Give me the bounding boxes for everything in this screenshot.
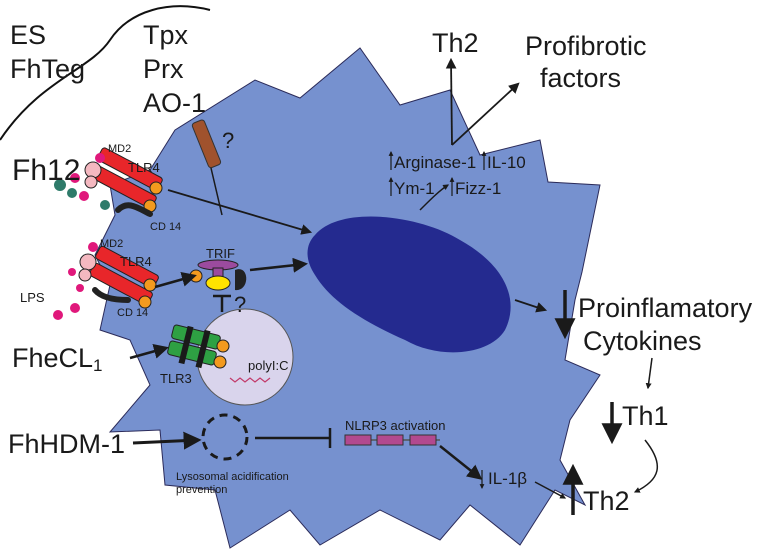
label-nlrp3: NLRP3 activation xyxy=(345,418,445,433)
label-cd14-bottom: CD 14 xyxy=(117,307,148,319)
arrow-tlr4-to-nucleus xyxy=(167,189,313,235)
arrow-proinflam-to-th1 xyxy=(645,357,653,390)
fh12-ligand-dot xyxy=(54,179,66,191)
arrow-nlrp3-to-il1b xyxy=(439,445,483,480)
label-lysosomal-line1: Lysosomal acidification xyxy=(176,471,289,483)
label-md2-bottom: MD2 xyxy=(100,238,123,250)
tlr4-complex-upper xyxy=(84,147,163,217)
lps-dot xyxy=(70,303,80,313)
label-tlr4-top: TLR4 xyxy=(128,160,160,175)
label-polyic: polyI:C xyxy=(248,358,288,373)
label-profibrotic-line1: Profibrotic xyxy=(525,31,647,61)
trif-adaptor xyxy=(189,259,247,291)
label-fhteg: FhTeg xyxy=(10,54,85,84)
arrow-markers-to-profibrotic xyxy=(451,82,520,146)
arrow-nucleus-to-markers xyxy=(419,184,450,211)
fh12-ligand-dot xyxy=(67,188,77,198)
label-il10: IL-10 xyxy=(487,153,526,172)
arrow-th1-to-th2 xyxy=(633,439,659,493)
prx-signal-line xyxy=(210,167,223,216)
label-tpx: Tpx xyxy=(143,20,189,50)
lps-dot xyxy=(53,310,63,320)
label-fizz1: Fizz-1 xyxy=(455,179,501,198)
label-fhecl: FheCL1 xyxy=(12,343,103,375)
lysosome xyxy=(201,413,249,461)
arrow-fhecl-to-tlr3 xyxy=(129,343,169,360)
lps-dot xyxy=(76,284,84,292)
fh12-ligand-dot xyxy=(79,191,89,201)
parasite-boundary-curve xyxy=(0,5,211,141)
label-trif: TRIF xyxy=(206,246,235,261)
label-il1b: IL-1β xyxy=(488,469,527,488)
inhibit-tlr3-trif xyxy=(213,294,231,312)
dsrna-squiggle xyxy=(229,377,271,383)
label-es: ES xyxy=(10,20,46,50)
label-ym1: Ym-1 xyxy=(394,179,435,198)
label-question-top: ? xyxy=(222,128,234,153)
arrow-nucleus-to-proinflam xyxy=(514,299,548,313)
label-tlr4-bottom: TLR4 xyxy=(120,254,152,269)
label-cd14-top: CD 14 xyxy=(150,221,181,233)
label-prx: Prx xyxy=(143,54,184,84)
arrow-tlr4-to-trif xyxy=(154,272,197,289)
label-tlr3: TLR3 xyxy=(160,371,192,386)
label-th1: Th1 xyxy=(622,401,669,431)
label-ao1: AO-1 xyxy=(143,88,206,118)
label-profibrotic-line2: factors xyxy=(540,63,621,93)
label-md2-top: MD2 xyxy=(108,143,131,155)
arrow-fhhdm1-to-lysosome xyxy=(132,431,202,450)
label-proinflam-line1: Proinflamatory xyxy=(578,293,753,323)
label-lps: LPS xyxy=(20,290,45,305)
nucleus xyxy=(307,216,511,353)
arrow-markers-to-th2 xyxy=(445,57,457,146)
label-fhhdm1: FhHDM-1 xyxy=(8,429,125,459)
label-proinflam-line2: Cytokines xyxy=(583,326,702,356)
inhibit-lysosome-nlrp3 xyxy=(255,428,332,448)
lps-dot xyxy=(68,268,76,276)
prx-receptor-rod xyxy=(191,119,222,169)
fh12-ligand-dot xyxy=(100,200,110,210)
arrow-trif-to-nucleus xyxy=(249,257,308,273)
fh12-ligand-dot xyxy=(70,173,80,183)
label-th2-top: Th2 xyxy=(432,28,479,58)
label-th2-bottom: Th2 xyxy=(583,486,630,516)
tlr4-complex-lower xyxy=(78,242,159,309)
nlrp3-inflammasome xyxy=(344,434,440,446)
label-arginase: Arginase-1 xyxy=(394,153,476,172)
arrow-il1b-to-th2 xyxy=(534,481,567,499)
label-lysosomal-line2: prevention xyxy=(176,484,227,496)
tlr3-receptor xyxy=(167,324,230,369)
label-question-trif: ? xyxy=(234,292,246,317)
label-fh12: Fh12 xyxy=(12,154,80,187)
